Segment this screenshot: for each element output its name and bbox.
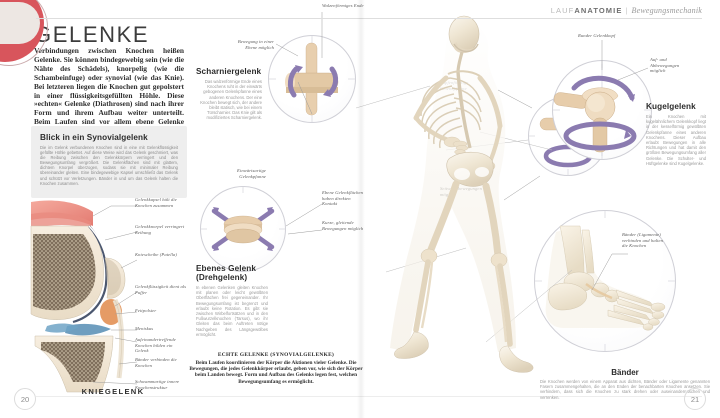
infobox-heading: Blick in ein Synovialgelenk [40, 133, 148, 142]
plane-callout-gliding: Kurze, gleitende Bewegungen möglich [322, 220, 364, 231]
ligament-foot-illustration [534, 210, 676, 352]
center-caption-heading: ECHTE GELENKE (SYNOVIALGELENKE) [217, 352, 335, 358]
hinge-callout-one-plane: Bewegung in einer Ebene möglich [237, 39, 274, 50]
ball-joint-leaders [601, 40, 649, 81]
page-number-right: 21 [684, 388, 706, 410]
ligament-body: Die Knochen werden von einem Apparat aus… [540, 379, 710, 400]
running-head-subtitle: Bewegungsmechanik [631, 6, 702, 15]
hinge-joint-heading: Scharniergelenk [196, 67, 262, 76]
header-rule [36, 18, 702, 19]
page-number-left: 20 [14, 388, 36, 410]
hinge-joint-body: Das walzenförmige Ende eines Knochens ru… [200, 79, 262, 121]
plane-joint-heading-line1: Ebenes Gelenk [196, 264, 257, 273]
ligament-heading: Bänder [611, 368, 639, 377]
center-caption-block: ECHTE GELENKE (SYNOVIALGELENKE) Beim Lau… [186, 352, 366, 385]
running-head: LAUFANATOMIE|Bewegungsmechanik [551, 6, 702, 15]
knee-label-ligaments: Bänder verbinden die Knochen [135, 357, 177, 368]
pivot-joint-leaders [497, 89, 541, 201]
plane-joint-heading-line2: (Drehgelenk) [196, 273, 248, 282]
footer-rule [36, 396, 702, 397]
infobox-body: Die im Gelenk verbundenen Knochen sind i… [40, 145, 178, 186]
running-skeleton-illustration [390, 15, 534, 373]
knee-label-synovialfluid: Gelenkflüssigkeit dient als Puffer [135, 284, 187, 295]
knee-label-cartilage: Gelenkknorpel verringert Reibung [135, 224, 185, 235]
ligament-callout: Bänder (Ligamente) verbinden und halten … [622, 232, 664, 249]
knee-label-fatpad: Fettpolster [135, 308, 157, 313]
ball-joint-heading: Kugelgelenk [646, 102, 696, 111]
hinge-callout-socket: Einwärtsartige Gelenkpfanne [237, 168, 266, 179]
hinge-joint-illustration [268, 35, 356, 123]
page-title: GELENKE [34, 22, 150, 47]
knee-joint-illustration [30, 200, 138, 393]
ball-joint-illustration [552, 60, 652, 160]
center-caption-body: Beim Laufen koordinieren der Körper die … [189, 359, 363, 385]
hinge-callout-roller-end: Walzenförmiges Ende [322, 3, 364, 8]
plane-callout-flat-contact: Ebene Gelenkflächen haben direkten Konta… [322, 190, 364, 207]
hinge-joint-leaders [275, 12, 323, 115]
plane-joint-body: In ebenen Gelenken gleiten Knochen mit p… [196, 285, 268, 337]
ball-callout-round-head: Runder Gelenkkopf [578, 33, 616, 38]
knee-joint-figure: Gelenkkapsel hält die Knochen zusammen G… [30, 196, 187, 396]
plane-joint-leaders [285, 203, 323, 235]
running-head-prefix: LAUF [550, 6, 575, 15]
running-head-title: ANATOMIE [574, 6, 623, 15]
ball-joint-body: Ein Knochen mit kugelähnlichem Gelenkkop… [646, 114, 706, 166]
plane-joint-illustration [200, 186, 286, 272]
knee-label-meniscus: Meniskus [135, 326, 154, 331]
ligament-caption-block: Bänder Die Knochen werden von einem Appa… [540, 368, 710, 400]
knee-label-capsule: Gelenkkapsel hält die Knochen zusammen [135, 197, 177, 208]
knee-label-bonecontact: Aufeinandertreffende Knochen bilden ein … [135, 337, 176, 354]
synovial-joint-infobox: Blick in ein Synovialgelenk Die im Gelen… [31, 126, 187, 198]
ball-callout-updown: Auf- und Abbewegungen möglich [650, 57, 680, 74]
knee-label-spongybone: Schwammartige innere Knochenstruktur [135, 379, 180, 390]
knee-label-patella: Kniescheibe (Patella) [135, 252, 178, 257]
knee-figure-caption: KNIEGELENK [81, 387, 145, 396]
running-head-separator: | [625, 6, 629, 15]
